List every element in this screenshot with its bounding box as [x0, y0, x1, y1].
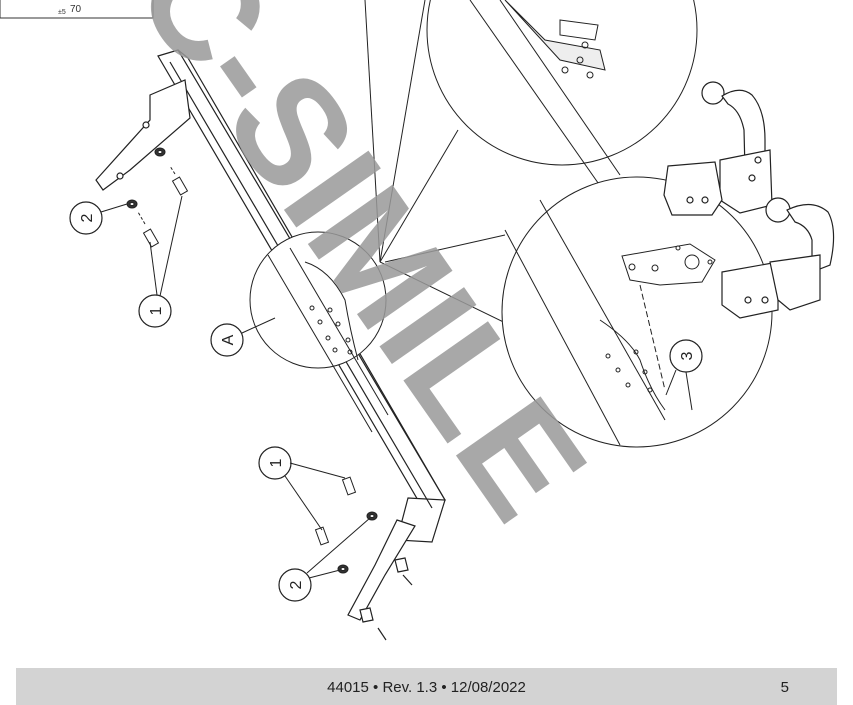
footer-reference: 44015 • Rev. 1.3 • 12/08/2022	[327, 679, 526, 696]
right-mounting-bracket	[347, 519, 416, 641]
callout-bolt-left: 1	[138, 195, 183, 328]
page-number: 5	[780, 679, 789, 696]
bracket-plate-detail	[621, 243, 716, 286]
tow-ball-upper	[663, 81, 773, 216]
left-fasteners	[126, 147, 189, 248]
top-zoom-detail	[426, 0, 698, 201]
bolt-right-lower	[314, 526, 330, 546]
washer-left-lower	[126, 199, 138, 209]
callout-label: 1	[148, 306, 165, 315]
footer-bar: 44015 • Rev. 1.3 • 12/08/2022 5	[16, 668, 837, 705]
washer-right-lower	[337, 564, 349, 574]
callout-label: 2	[79, 213, 96, 222]
bolt-left-lower	[137, 211, 160, 248]
bolt-right-upper	[341, 476, 357, 496]
callout-washer-right: 2	[278, 517, 371, 602]
callout-label: 1	[268, 458, 285, 467]
detail-a-circle	[249, 231, 389, 433]
left-mounting-bracket	[95, 79, 191, 191]
callout-washer-left: 2	[69, 201, 128, 235]
right-fasteners	[314, 476, 378, 574]
zoom-leader-lines	[364, 0, 521, 331]
bolt-left-upper	[169, 165, 189, 196]
washer-left-upper	[154, 147, 166, 157]
corner-dimension-sub: ±5	[58, 9, 66, 16]
callout-detail-a: A	[210, 317, 276, 357]
right-zoom-detail	[501, 176, 773, 448]
corner-dimension-value: 70	[70, 4, 82, 15]
callout-label: 2	[288, 580, 305, 589]
callout-label: 3	[679, 351, 696, 360]
callout-bolt-right: 1	[258, 446, 346, 531]
callout-bracket-detail: 3	[665, 339, 703, 411]
callout-label: A	[220, 334, 237, 345]
corner-dimension-box: 70 ±5	[0, 0, 154, 19]
tow-ball-lower	[721, 197, 835, 319]
